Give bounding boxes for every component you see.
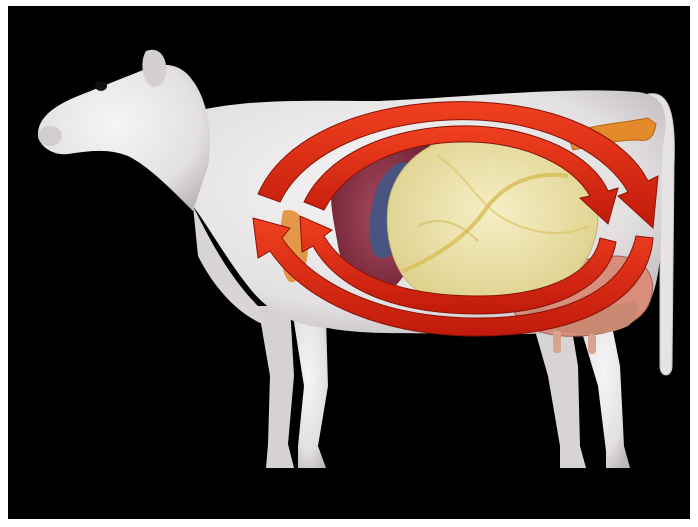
cow-illustration [8, 6, 690, 519]
image-frame [8, 6, 690, 519]
